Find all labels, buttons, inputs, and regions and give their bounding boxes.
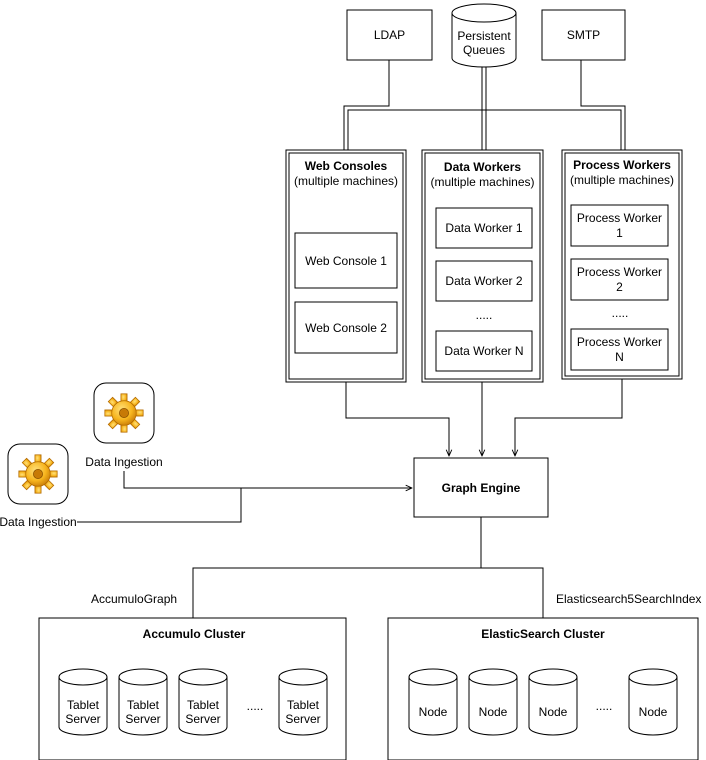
data-workers-group: Data Workers (multiple machines) Data Wo…	[421, 149, 544, 383]
tablet-server: Tablet Server	[178, 668, 228, 736]
ldap-node: LDAP	[346, 9, 433, 61]
process-worker-n	[570, 328, 669, 371]
process-worker-1-line1: Process Worker	[577, 211, 662, 225]
es-node: Node	[628, 668, 678, 736]
process-worker-1	[570, 204, 669, 247]
queues-label-line1: Persistent	[457, 29, 511, 43]
accumulo-cluster: Accumulo Cluster Tablet Server Tablet Se…	[38, 617, 347, 760]
ldap-label: LDAP	[374, 28, 405, 42]
svg-text:Server: Server	[185, 712, 220, 726]
web-console-2	[294, 301, 398, 354]
ingestion-edges	[77, 471, 412, 523]
process-workers-title: Process Workers	[573, 158, 671, 172]
svg-text:Node: Node	[419, 705, 448, 719]
svg-text:Server: Server	[65, 712, 100, 726]
elasticsearch-index-edge-label: Elasticsearch5SearchIndex	[556, 592, 701, 606]
data-worker-n	[435, 330, 533, 372]
queues-label-line2: Queues	[463, 43, 505, 57]
service-bus	[343, 60, 626, 150]
data-worker-2-label: Data Worker 2	[445, 274, 522, 288]
es-node: Node	[468, 668, 518, 736]
graph-engine-node: Graph Engine	[413, 457, 549, 518]
es-node: Node	[528, 668, 578, 736]
data-ingestion-upper: Data Ingestion	[85, 382, 163, 469]
svg-text:Server: Server	[285, 712, 320, 726]
process-worker-n-line2: N	[615, 350, 624, 364]
process-worker-2-line2: 2	[616, 280, 623, 294]
engine-to-cluster-edges	[192, 517, 544, 618]
elasticsearch-cluster-title: ElasticSearch Cluster	[481, 627, 605, 641]
graph-engine-label: Graph Engine	[442, 481, 521, 495]
es-node: Node	[408, 668, 458, 736]
data-worker-2	[435, 260, 533, 302]
data-workers-subtitle: (multiple machines)	[430, 175, 534, 189]
svg-text:Node: Node	[539, 705, 568, 719]
tablet-server: Tablet Server	[278, 668, 328, 736]
svg-text:Tablet: Tablet	[67, 698, 100, 712]
web-consoles-title: Web Consoles	[305, 159, 388, 173]
svg-text:Node: Node	[639, 705, 668, 719]
data-worker-1-label: Data Worker 1	[445, 221, 522, 235]
process-worker-2	[570, 258, 669, 301]
process-workers-subtitle: (multiple machines)	[570, 173, 674, 187]
svg-text:Server: Server	[125, 712, 160, 726]
process-workers-ellipsis: .....	[612, 306, 629, 320]
web-console-1-label: Web Console 1	[305, 254, 387, 268]
accumulo-cluster-title: Accumulo Cluster	[143, 627, 246, 641]
process-workers-group: Process Workers (multiple machines) Proc…	[561, 149, 683, 380]
data-worker-1	[435, 207, 533, 249]
data-ingestion-upper-label: Data Ingestion	[85, 455, 162, 469]
data-ingestion-lower-label: Data Ingestion	[0, 515, 77, 529]
gear-icon	[18, 454, 58, 494]
accumulo-graph-edge-label: AccumuloGraph	[91, 592, 177, 606]
elasticsearch-cluster: ElasticSearch Cluster Node Node Node ...…	[387, 617, 699, 760]
accumulo-ellipsis: .....	[247, 699, 264, 713]
web-console-1	[294, 232, 398, 289]
smtp-label: SMTP	[567, 28, 600, 42]
smtp-node: SMTP	[541, 9, 626, 61]
web-consoles-group: Web Consoles (multiple machines) Web Con…	[285, 149, 407, 383]
data-worker-n-label: Data Worker N	[444, 344, 523, 358]
svg-text:Node: Node	[479, 705, 508, 719]
worker-to-engine-edges	[345, 379, 623, 456]
web-consoles-subtitle: (multiple machines)	[294, 174, 398, 188]
svg-text:Tablet: Tablet	[287, 698, 320, 712]
elasticsearch-ellipsis: .....	[596, 699, 613, 713]
tablet-server: Tablet Server	[118, 668, 168, 736]
data-workers-title: Data Workers	[444, 160, 521, 174]
process-worker-1-line2: 1	[616, 226, 623, 240]
gear-icon	[104, 393, 144, 433]
svg-text:Tablet: Tablet	[187, 698, 220, 712]
tablet-server: Tablet Server	[58, 668, 108, 736]
web-console-2-label: Web Console 2	[305, 321, 387, 335]
data-workers-ellipsis: .....	[476, 308, 493, 322]
svg-text:Tablet: Tablet	[127, 698, 160, 712]
process-worker-n-line1: Process Worker	[577, 335, 662, 349]
data-ingestion-lower: Data Ingestion	[0, 443, 77, 529]
persistent-queues-node: Persistent Queues	[451, 3, 517, 68]
process-worker-2-line1: Process Worker	[577, 265, 662, 279]
